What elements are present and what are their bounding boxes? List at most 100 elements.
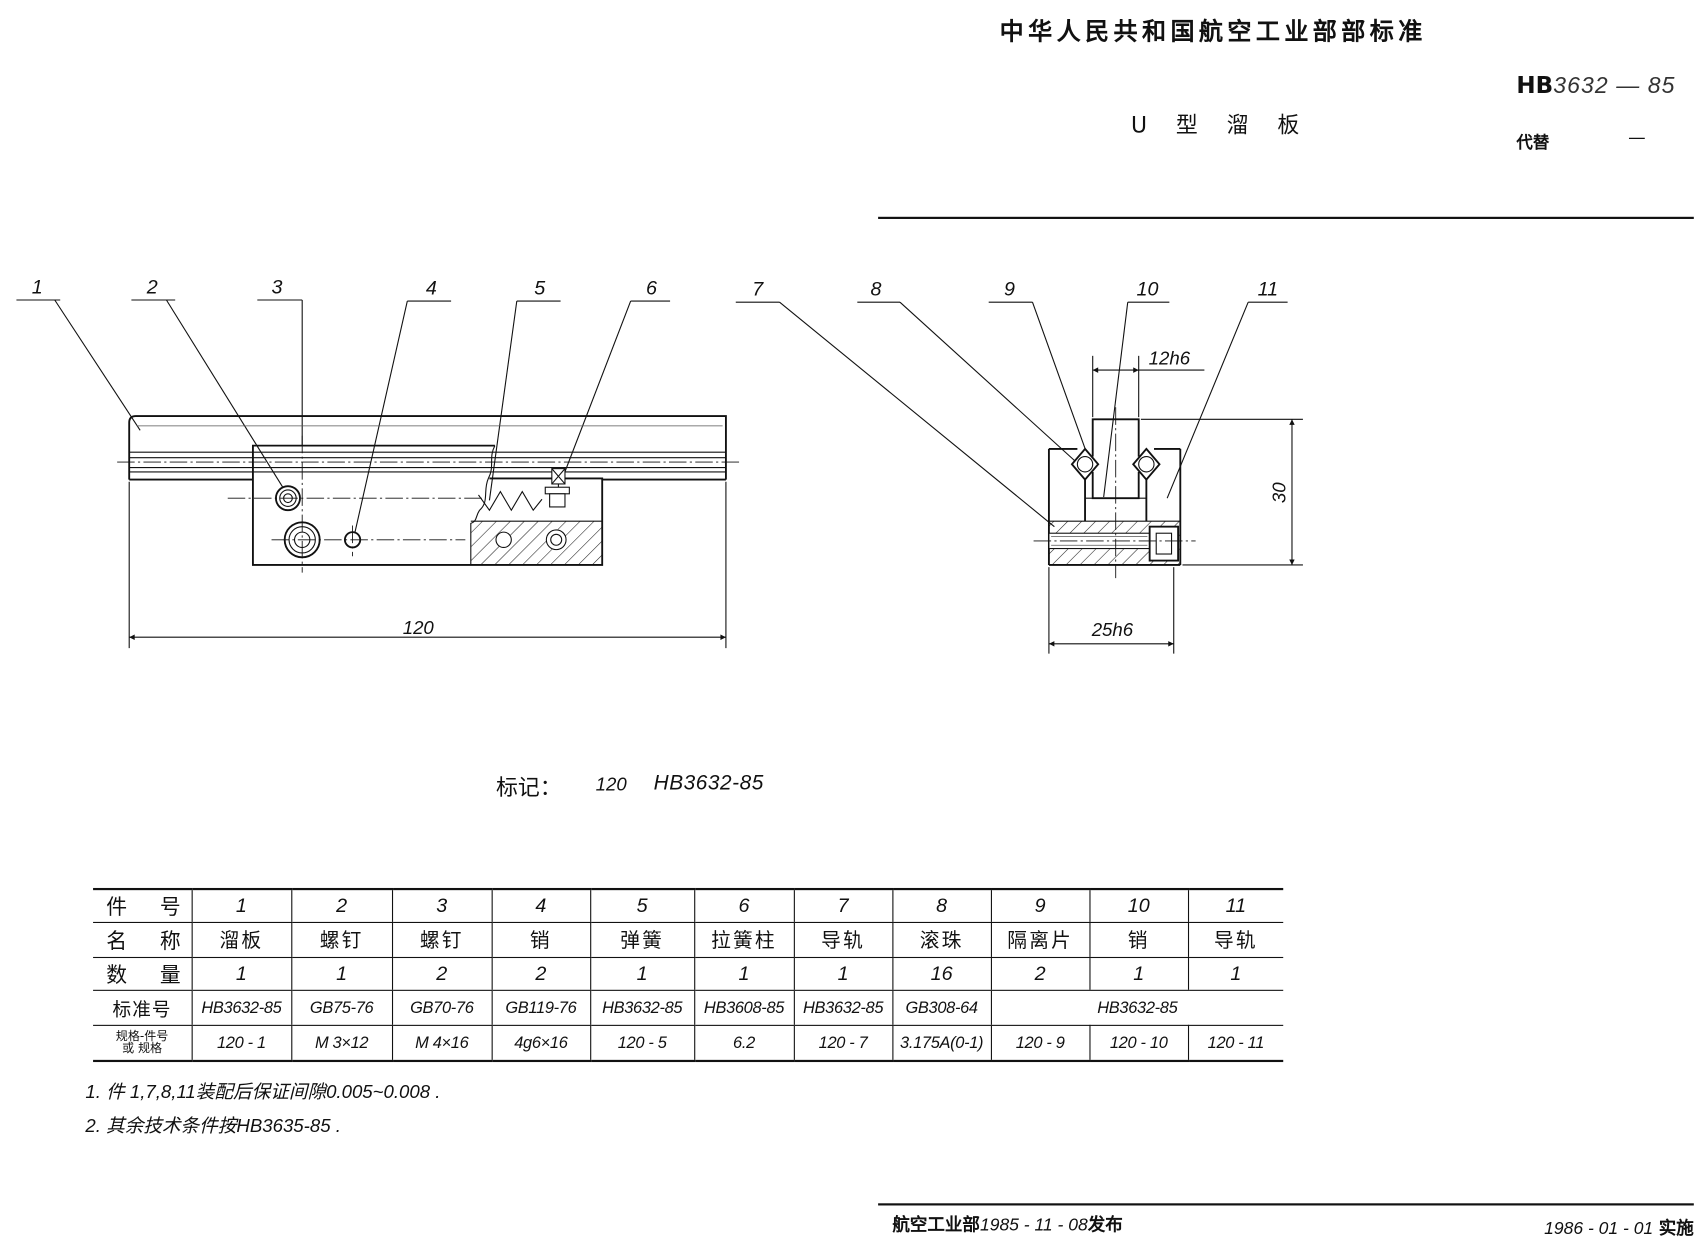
table-cell-merged: HB3632-85: [990, 989, 1284, 1026]
table-cell: 隔离片: [990, 921, 1090, 958]
leader-1: 1: [16, 276, 141, 431]
leader-10: 10: [1103, 279, 1170, 498]
technical-note-1: 1. 件 1,7,8,11装配后保证间隙0.005~0.008 .: [85, 1081, 441, 1103]
table-cell: 3: [391, 887, 492, 923]
leader-5-line: [488, 301, 518, 501]
table-cell: M 3×12: [290, 1024, 392, 1063]
ball-groove-right: [1131, 447, 1161, 481]
table-cell: GB308-64: [891, 989, 991, 1026]
row-header-line: 规格-件号: [115, 1029, 169, 1044]
table-cell: 1: [191, 956, 292, 991]
spring-post: [544, 468, 570, 508]
table-row-quantity: 数 量 1 1 2 2 1 1 1 16 2 1 1: [93, 956, 1284, 991]
ball-left-circle: [1076, 456, 1094, 473]
leader-11-line: [1166, 301, 1249, 499]
table-cell: 销: [491, 921, 591, 958]
row-header: 标准号: [93, 989, 192, 1026]
table-cell: 6.2: [693, 1024, 794, 1063]
leader-7-line: [779, 301, 1055, 528]
slide-block: [251, 444, 604, 566]
table-cell: 导轨: [793, 921, 893, 958]
table-cell: 拉簧柱: [693, 921, 794, 958]
table-row-standard: 标准号 HB3632-85 GB75-76 GB70-76 GB119-76 H…: [93, 989, 1284, 1026]
leader-4-line: [354, 300, 408, 534]
side-screw-head: [1148, 525, 1180, 562]
part-label-1: 1: [32, 276, 43, 298]
technical-drawing: 1 2 3 4 5: [16, 276, 1303, 654]
replaces-label: 代替: [1516, 132, 1550, 153]
table-cell: HB3632-85: [589, 989, 695, 1026]
replaces-value: —: [1628, 127, 1646, 148]
table-cell: 120 - 1: [191, 1024, 292, 1063]
table-cell: 4: [491, 887, 591, 923]
leader-8: 8: [857, 279, 1078, 464]
effective-info: 1986 - 01 - 01 实施: [1544, 1213, 1694, 1239]
table-cell: 9: [990, 887, 1090, 923]
issue-suffix: 发布: [1087, 1214, 1123, 1236]
document-title: U 型 溜 板: [1131, 111, 1311, 138]
row-header-line: 或 规格: [122, 1041, 163, 1056]
leader-10-line: [1103, 302, 1129, 498]
dimension-body-width: 25h6: [1048, 567, 1175, 654]
table-cell: 1: [191, 887, 292, 923]
spring: [478, 490, 543, 512]
table-cell: 6: [693, 887, 794, 923]
marking-code: HB3632-85: [653, 771, 764, 795]
break-line: [470, 445, 496, 565]
table-cell: 3.175A(0-1): [891, 1024, 991, 1063]
table-cell: 销: [1088, 921, 1188, 958]
table-cell: 120 - 7: [793, 1024, 893, 1063]
table-cell: 120 - 5: [589, 1024, 695, 1063]
table-cell: 120 - 11: [1187, 1024, 1284, 1063]
part-label-9: 9: [1004, 279, 1015, 301]
leader-2-line: [165, 299, 288, 495]
block-outline: [251, 444, 604, 566]
part-label-4: 4: [426, 278, 437, 300]
dimension-guide-width-label: 12h6: [1149, 348, 1191, 369]
section-hole-inner: [550, 533, 563, 546]
table-cell: 2: [391, 956, 492, 991]
table-row-part-number: 件 号 1 2 3 4 5 6 7 8 9 10 11: [93, 887, 1284, 923]
issue-date: 1985 - 11 - 08: [979, 1216, 1088, 1236]
table-cell: GB75-76: [290, 989, 392, 1026]
leader-6: 6: [562, 278, 671, 478]
part-label-8: 8: [870, 279, 881, 301]
header-rule: [878, 216, 1694, 219]
table-cell: 弹簧: [589, 921, 695, 958]
leader-11: 11: [1166, 279, 1288, 499]
ball-right-circle: [1138, 456, 1155, 473]
table-cell: 2: [290, 887, 392, 923]
table-cell: HB3632-85: [191, 989, 292, 1026]
table-cell: GB119-76: [491, 989, 591, 1026]
table-cell: 7: [793, 887, 893, 923]
section-hatch: [470, 521, 603, 565]
standard-code-prefix: HB: [1516, 72, 1554, 99]
spring-post-thread: [551, 468, 566, 485]
leader-9: 9: [988, 279, 1089, 458]
ball-groove-left: [1070, 447, 1100, 481]
leader-3: 3: [257, 276, 303, 446]
dimension-height-label: 30: [1268, 482, 1289, 503]
effective-date: 1986 - 01 - 01: [1544, 1219, 1654, 1239]
dimension-guide-width: 12h6: [1092, 348, 1205, 418]
table-cell: 120 - 10: [1088, 1024, 1188, 1063]
front-view: 120: [117, 415, 743, 649]
leader-4: 4: [354, 278, 452, 534]
leader-8-line: [899, 301, 1078, 464]
table-cell: GB70-76: [391, 989, 492, 1026]
dimension-height: 30: [1140, 418, 1303, 566]
row-header: 数 量: [93, 956, 192, 991]
dimension-length: 120: [128, 481, 727, 649]
rail-outline: [128, 415, 727, 480]
table-cell: 1: [589, 956, 695, 991]
row-header: 件 号: [93, 887, 192, 923]
part-label-6: 6: [646, 278, 657, 300]
part-label-11: 11: [1258, 279, 1278, 301]
part-label-7: 7: [752, 279, 764, 301]
table-cell: 10: [1088, 887, 1188, 923]
standard-code-number: 3632 — 85: [1553, 73, 1676, 99]
table-cell: 1: [1088, 956, 1188, 991]
table-cell: HB3632-85: [793, 989, 893, 1026]
leader-1-line: [54, 299, 141, 431]
